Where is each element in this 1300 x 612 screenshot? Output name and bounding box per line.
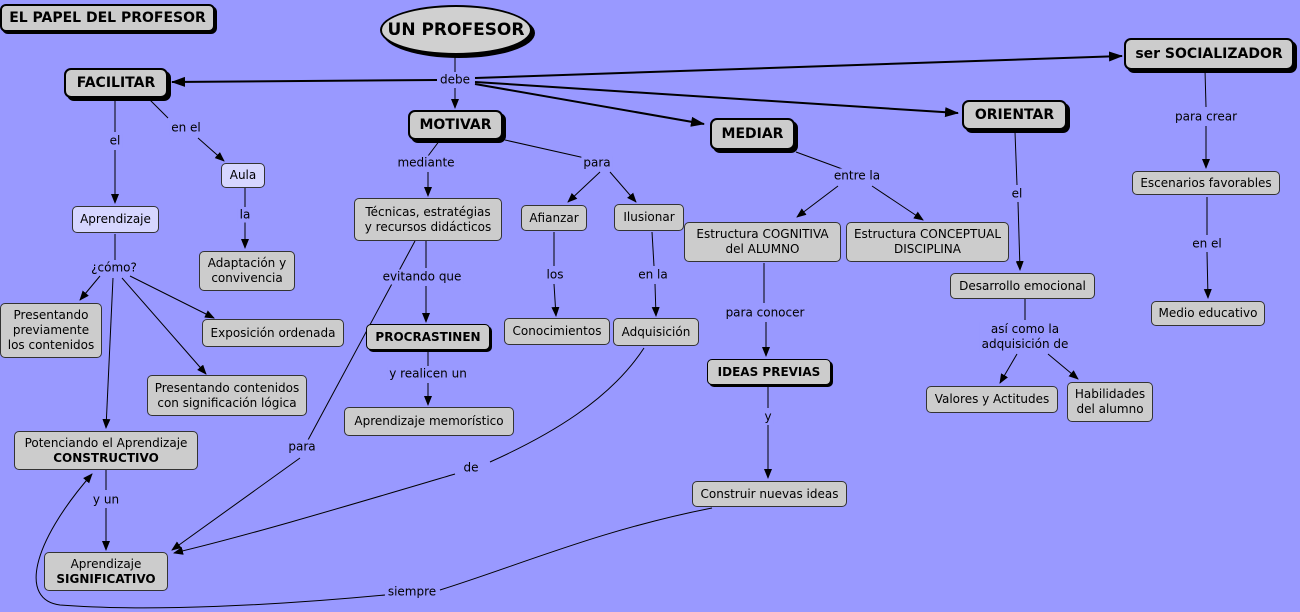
link-label-el: el [107, 133, 123, 149]
link-label-el-2: el [1009, 186, 1025, 202]
node-ilusionar[interactable]: Ilusionar [614, 204, 684, 231]
node-mediar[interactable]: MEDIAR [710, 118, 795, 150]
node-exposicion-ordenada[interactable]: Exposición ordenada [202, 319, 344, 347]
node-aprendizaje-memoristico[interactable]: Aprendizaje memorístico [344, 407, 514, 436]
node-medio-educativo[interactable]: Medio educativo [1151, 301, 1265, 326]
link-label-la: la [237, 207, 253, 223]
node-ideas-previas[interactable]: IDEAS PREVIAS [707, 359, 831, 385]
link-label-para-2: para [286, 439, 318, 455]
node-construir-nuevas-ideas[interactable]: Construir nuevas ideas [692, 481, 847, 507]
link-label-para: para [581, 155, 613, 171]
node-orientar[interactable]: ORIENTAR [962, 100, 1067, 130]
root-node-un-profesor[interactable]: UN PROFESOR [380, 5, 532, 55]
node-conocimientos[interactable]: Conocimientos [504, 318, 610, 345]
node-ser-socializador[interactable]: ser SOCIALIZADOR [1124, 38, 1294, 70]
node-facilitar[interactable]: FACILITAR [64, 68, 168, 98]
node-adquisicion[interactable]: Adquisición [613, 318, 699, 346]
node-valores-actitudes[interactable]: Valores y Actitudes [926, 386, 1058, 413]
link-label-para-conocer: para conocer [723, 305, 807, 321]
node-aula[interactable]: Aula [221, 163, 265, 188]
link-label-entre-la: entre la [831, 168, 883, 184]
node-motivar[interactable]: MOTIVAR [408, 110, 503, 140]
node-escenarios-favorables[interactable]: Escenarios favorables [1132, 171, 1280, 195]
map-title: EL PAPEL DEL PROFESOR [0, 4, 215, 32]
link-label-evitando-que: evitando que [380, 269, 464, 285]
link-label-siempre: siempre [385, 584, 439, 600]
node-desarrollo-emocional[interactable]: Desarrollo emocional [950, 273, 1095, 299]
link-label-para-crear: para crear [1172, 109, 1240, 125]
node-aprendizaje[interactable]: Aprendizaje [72, 206, 159, 233]
link-label-como: ¿cómo? [89, 260, 139, 276]
node-afianzar[interactable]: Afianzar [521, 205, 587, 231]
link-label-y: y [762, 409, 774, 425]
link-label-en-el-2: en el [1190, 236, 1224, 252]
link-label-y-un: y un [90, 492, 122, 508]
link-label-los: los [544, 267, 566, 283]
link-label-en-la: en la [636, 267, 670, 283]
node-procrastinen[interactable]: PROCRASTINEN [366, 324, 490, 350]
link-label-debe: debe [438, 72, 472, 88]
link-label-mediante: mediante [395, 155, 457, 171]
link-label-y-realicen-un: y realicen un [387, 366, 469, 382]
link-label-en-el: en el [169, 120, 203, 136]
link-label-de: de [461, 460, 481, 476]
